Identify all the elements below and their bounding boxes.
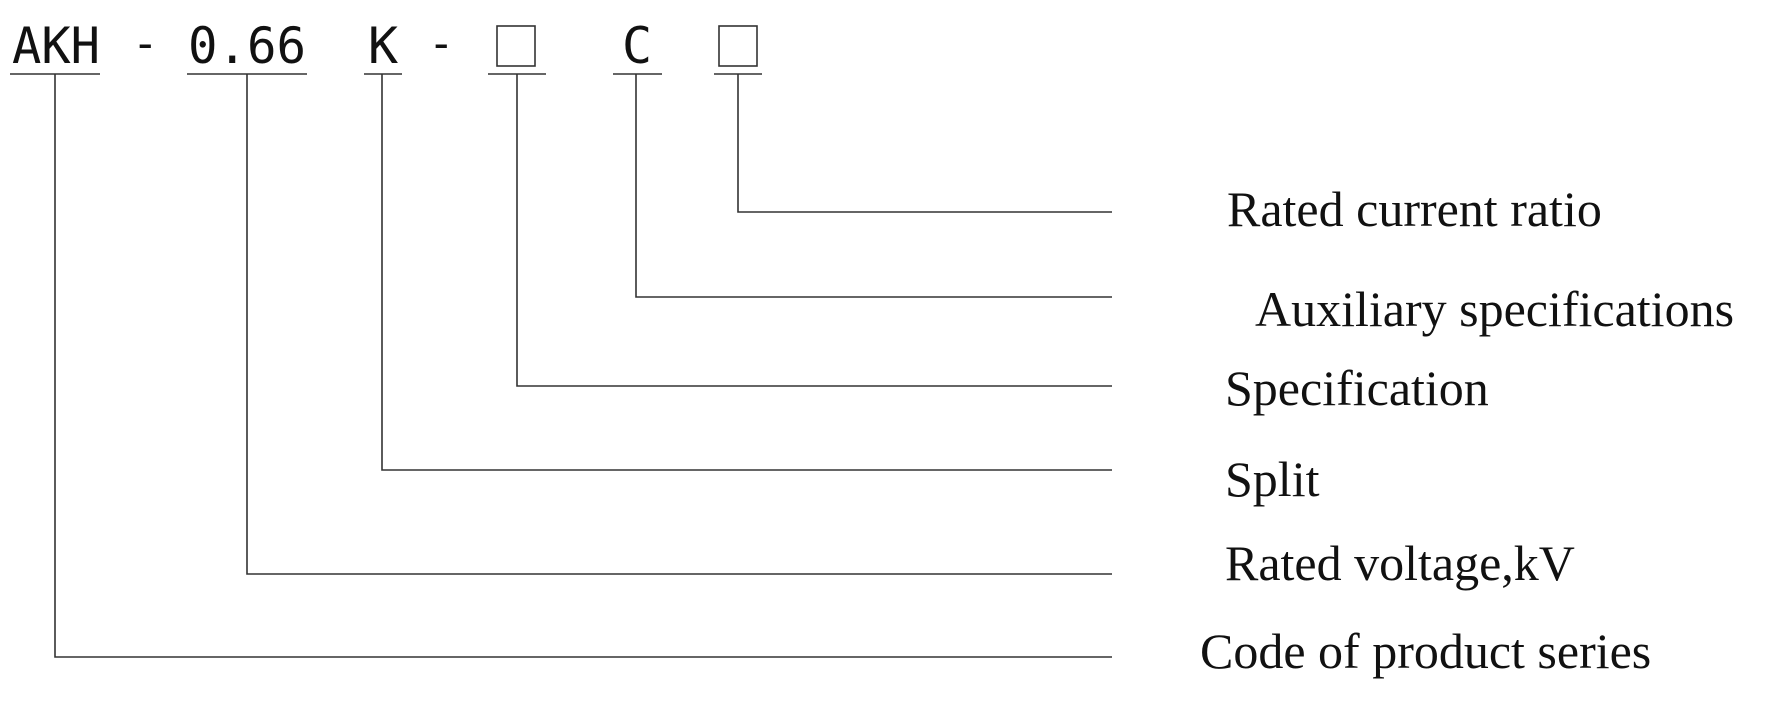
ratio-placeholder-box [718, 25, 758, 67]
leader-split [381, 74, 1112, 471]
auxiliary-code: C [622, 17, 652, 75]
label-split: Split [1225, 451, 1320, 507]
series-code: AKH [12, 17, 100, 75]
specification-placeholder-box [496, 25, 536, 67]
leader-product-series [54, 74, 1112, 658]
leader-rated-voltage [246, 74, 1112, 575]
label-specification: Specification [1225, 360, 1489, 416]
separator-dash-2: - [428, 18, 455, 69]
leader-auxiliary-specifications [635, 74, 1112, 298]
label-rated-current-ratio: Rated current ratio [1227, 181, 1602, 237]
split-code: K [368, 17, 398, 75]
label-product-series-code: Code of product series [1200, 623, 1651, 679]
label-auxiliary-specifications: Auxiliary specifications [1255, 281, 1734, 337]
voltage-code: 0.66 [188, 17, 306, 75]
leader-rated-current-ratio [737, 74, 1112, 213]
label-rated-voltage: Rated voltage,kV [1225, 535, 1575, 591]
leader-specification [516, 74, 1112, 387]
separator-dash-1: - [132, 18, 159, 69]
